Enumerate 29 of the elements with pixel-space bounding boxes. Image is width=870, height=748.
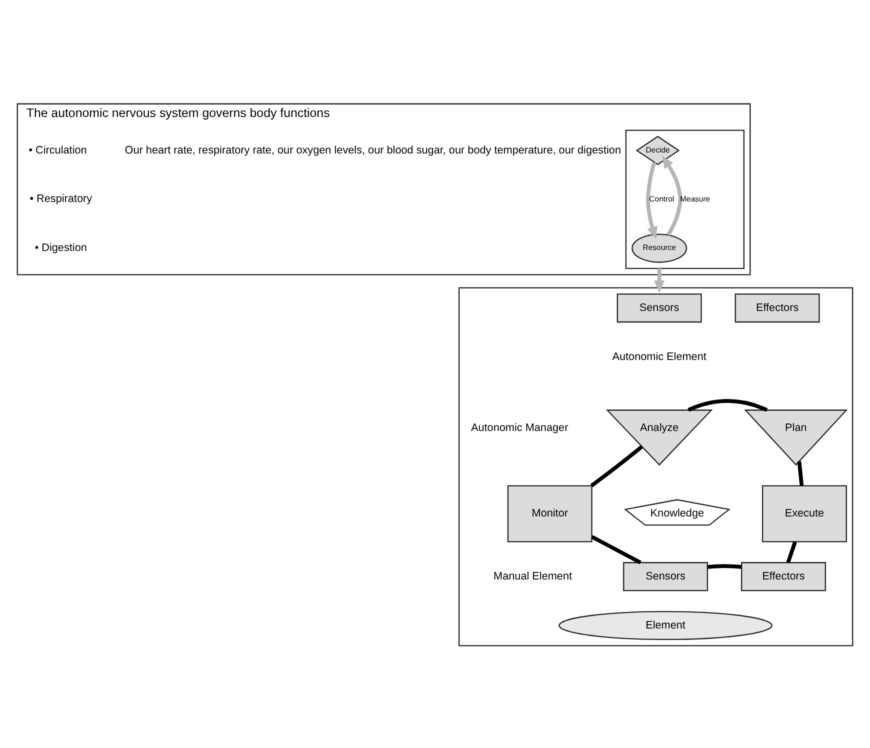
label: Autonomic Manager <box>471 422 568 434</box>
node-box: Effectors <box>741 562 826 592</box>
arrow <box>654 268 665 293</box>
cluster <box>625 130 745 270</box>
connector <box>590 445 643 488</box>
label: • Respiratory <box>30 193 92 206</box>
connector <box>591 535 642 564</box>
node-box: Sensors <box>616 293 702 323</box>
label: • Circulation <box>28 144 87 156</box>
node-box: Effectors <box>734 293 820 323</box>
label: Autonomic Element <box>612 350 706 363</box>
cluster <box>458 287 854 646</box>
node-box: Sensors <box>623 562 708 592</box>
edge-label: Measure <box>680 194 710 204</box>
arrow <box>662 156 682 236</box>
connector <box>707 564 742 569</box>
edge-label: Control <box>649 194 674 204</box>
node-diamond: Decide <box>636 136 680 166</box>
arrow <box>646 162 658 239</box>
label: • Digestion <box>34 242 87 254</box>
label: Manual Element <box>494 570 572 582</box>
node-box: Monitor <box>507 485 592 542</box>
connector <box>688 399 768 412</box>
label: Our heart rate, respiratory rate, our oxygen levels, our blood sugar, our body temperature, our digestion <box>124 144 621 156</box>
node-ellipse: Resource <box>632 234 688 263</box>
node-ellipse: Element <box>558 610 772 640</box>
connector <box>786 541 797 564</box>
node-box: Execute <box>762 485 847 542</box>
connector <box>797 461 804 486</box>
